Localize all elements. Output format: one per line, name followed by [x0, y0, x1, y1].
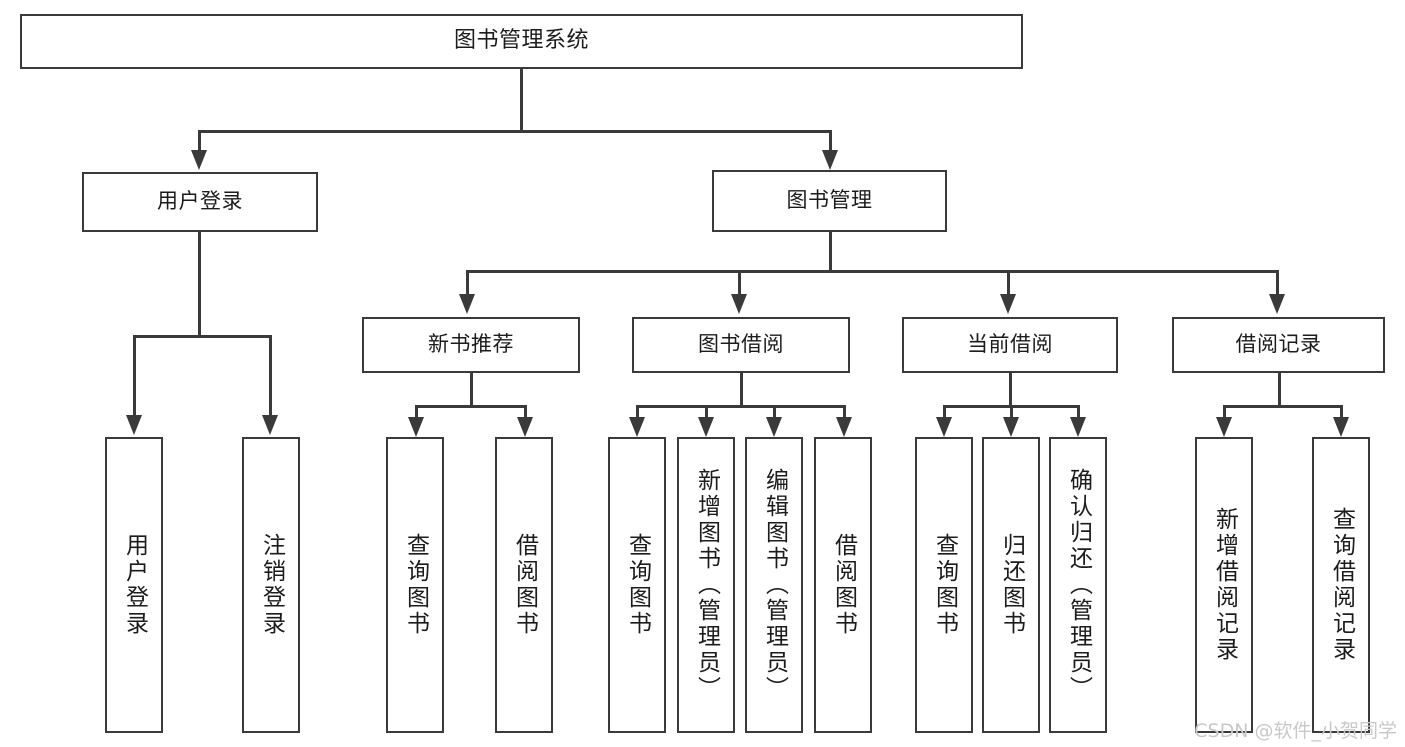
leaf-book-borrow-borrow-book[interactable]: 借阅图书 — [814, 437, 872, 733]
connector-book-borrow-to-leaf-3 — [773, 405, 776, 419]
connector-book-mgmt-to-new-book — [466, 270, 469, 296]
node-book-management[interactable]: 图书管理 — [712, 170, 947, 232]
node-label: 查询图书 — [402, 533, 429, 637]
connector-book-mgmt-to-borrow-record — [1276, 270, 1279, 296]
node-label: 查询借阅记录 — [1328, 507, 1355, 663]
node-label: 查询图书 — [931, 533, 958, 637]
connector-root-to-book-mgmt — [829, 130, 832, 152]
connector-book-borrow-to-leaf-1 — [636, 405, 639, 419]
arrow-root-to-book-mgmt — [822, 150, 838, 170]
leaf-borrow-record-add-record[interactable]: 新增借阅记录 — [1195, 437, 1253, 733]
connector-user-login-bar — [133, 335, 271, 338]
node-label: 用户登录 — [121, 533, 148, 637]
arrow-book-borrow-to-leaf-1 — [629, 417, 645, 437]
node-label: 归还图书 — [998, 533, 1025, 637]
leaf-borrow-record-query-record[interactable]: 查询借阅记录 — [1312, 437, 1370, 733]
node-label: 新增借阅记录 — [1211, 507, 1238, 663]
leaf-logout[interactable]: 注销登录 — [242, 437, 300, 733]
connector-book-mgmt-stem — [829, 232, 832, 272]
connector-user-login-to-leaf-2 — [269, 335, 272, 417]
connector-root-bar — [198, 130, 831, 133]
arrow-book-mgmt-to-new-book — [459, 294, 475, 314]
arrow-book-mgmt-to-current-borrow — [1000, 294, 1016, 314]
connector-current-borrow-stem — [1009, 373, 1012, 407]
arrow-book-borrow-to-leaf-2 — [698, 417, 714, 437]
connector-book-borrow-to-leaf-2 — [705, 405, 708, 419]
leaf-book-borrow-query-book[interactable]: 查询图书 — [608, 437, 666, 733]
connector-book-mgmt-to-current-borrow — [1007, 270, 1010, 296]
leaf-book-borrow-edit-book[interactable]: 编辑图书（管理员） — [745, 437, 803, 733]
arrow-book-borrow-to-leaf-3 — [766, 417, 782, 437]
connector-new-book-bar — [415, 405, 527, 408]
arrow-book-mgmt-to-borrow-record — [1269, 294, 1285, 314]
node-label: 借阅图书 — [511, 533, 538, 637]
node-label: 图书管理 — [786, 188, 873, 213]
leaf-book-borrow-add-book[interactable]: 新增图书（管理员） — [677, 437, 735, 733]
connector-current-borrow-to-leaf-3 — [1077, 405, 1080, 419]
connector-borrow-record-stem — [1278, 373, 1281, 407]
connector-borrow-record-to-leaf-2 — [1340, 405, 1343, 419]
leaf-current-borrow-confirm-return[interactable]: 确认归还（管理员） — [1049, 437, 1107, 733]
leaf-user-login[interactable]: 用户登录 — [105, 437, 163, 733]
node-label: 当前借阅 — [967, 332, 1053, 357]
arrow-new-book-to-leaf-2 — [517, 417, 533, 437]
node-label: 新书推荐 — [428, 332, 514, 357]
connector-new-book-stem — [470, 373, 473, 407]
connector-book-mgmt-to-book-borrow — [738, 270, 741, 296]
connector-root-to-user-login — [198, 130, 201, 152]
arrow-current-borrow-to-leaf-2 — [1003, 417, 1019, 437]
arrow-root-to-user-login — [191, 150, 207, 170]
leaf-current-borrow-return-book[interactable]: 归还图书 — [982, 437, 1040, 733]
connector-book-borrow-stem — [740, 373, 743, 407]
leaf-new-book-query-book[interactable]: 查询图书 — [386, 437, 444, 733]
connector-root-stem — [520, 69, 523, 131]
node-root-book-management-system[interactable]: 图书管理系统 — [20, 14, 1023, 69]
node-label: 借阅图书 — [830, 533, 857, 637]
connector-current-borrow-to-leaf-2 — [1010, 405, 1013, 419]
arrow-book-borrow-to-leaf-4 — [836, 417, 852, 437]
arrow-user-login-to-leaf-2 — [262, 415, 278, 435]
node-label: 图书借阅 — [698, 332, 784, 357]
connector-current-borrow-to-leaf-1 — [943, 405, 946, 419]
node-book-borrow[interactable]: 图书借阅 — [632, 317, 850, 373]
connector-book-borrow-to-leaf-4 — [843, 405, 846, 419]
node-user-login[interactable]: 用户登录 — [82, 172, 318, 232]
connector-book-borrow-bar — [636, 405, 846, 408]
node-label: 用户登录 — [157, 189, 243, 214]
arrow-book-mgmt-to-book-borrow — [731, 294, 747, 314]
arrow-user-login-to-leaf-1 — [126, 415, 142, 435]
arrow-new-book-to-leaf-1 — [408, 417, 424, 437]
node-borrow-record[interactable]: 借阅记录 — [1172, 317, 1385, 373]
node-label: 注销登录 — [258, 533, 285, 637]
leaf-new-book-borrow-book[interactable]: 借阅图书 — [495, 437, 553, 733]
node-label: 查询图书 — [624, 533, 651, 637]
connector-book-mgmt-bar — [466, 270, 1279, 273]
arrow-current-borrow-to-leaf-1 — [936, 417, 952, 437]
arrow-borrow-record-to-leaf-1 — [1216, 417, 1232, 437]
node-label: 借阅记录 — [1235, 332, 1322, 357]
connector-user-login-stem — [198, 232, 201, 337]
node-label: 确认归还（管理员） — [1065, 468, 1092, 702]
connector-new-book-to-leaf-2 — [524, 405, 527, 419]
connector-borrow-record-to-leaf-1 — [1223, 405, 1226, 419]
node-label: 编辑图书（管理员） — [761, 468, 788, 702]
connector-new-book-to-leaf-1 — [415, 405, 418, 419]
leaf-current-borrow-query-book[interactable]: 查询图书 — [915, 437, 973, 733]
node-label: 新增图书（管理员） — [693, 468, 720, 702]
node-new-book-recommend[interactable]: 新书推荐 — [362, 317, 580, 373]
node-label: 图书管理系统 — [453, 28, 589, 54]
connector-borrow-record-bar — [1223, 405, 1343, 408]
arrow-borrow-record-to-leaf-2 — [1333, 417, 1349, 437]
arrow-current-borrow-to-leaf-3 — [1070, 417, 1086, 437]
connector-user-login-to-leaf-1 — [133, 335, 136, 417]
node-current-borrow[interactable]: 当前借阅 — [902, 317, 1118, 373]
